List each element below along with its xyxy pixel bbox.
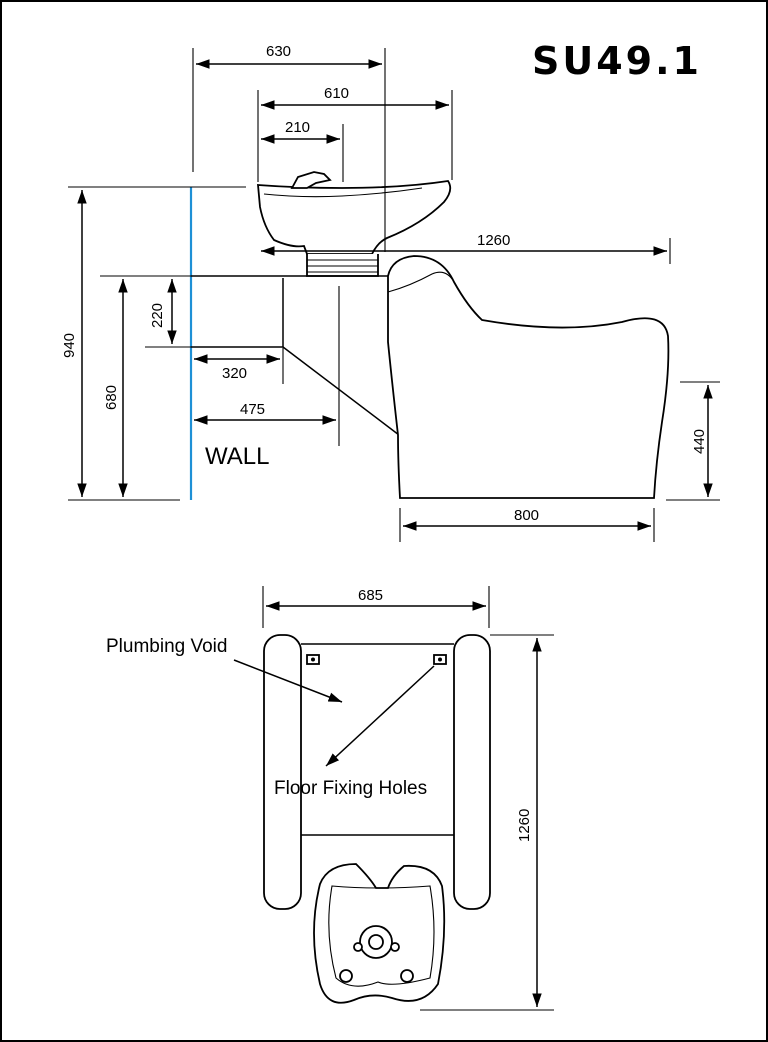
dim-440: 440: [691, 429, 708, 454]
dim-320: 320: [222, 365, 247, 382]
plumbing-void-arrow: [233, 659, 343, 703]
basin: [257, 171, 452, 277]
wall-label: WALL: [205, 443, 269, 470]
dim-630: 630: [266, 43, 291, 60]
dim-475: 475: [240, 401, 265, 418]
dim-220: 220: [149, 303, 166, 328]
dim-210: 210: [285, 119, 310, 136]
model-title: SU49.1: [532, 39, 702, 83]
floor-fixing-holes-label: Floor Fixing Holes: [274, 778, 427, 799]
dim-1260-side: 1260: [477, 232, 510, 249]
chair-plan: [263, 634, 491, 1004]
dim-680: 680: [103, 385, 120, 410]
chair-side: [387, 255, 670, 499]
dim-610: 610: [324, 85, 349, 102]
dim-1260-plan: 1260: [516, 809, 533, 842]
floor-fixing-holes-arrow: [325, 665, 435, 767]
plumbing-void-label: Plumbing Void: [106, 636, 227, 657]
dim-940: 940: [61, 333, 78, 358]
dim-685: 685: [358, 587, 383, 604]
dim-800: 800: [514, 507, 539, 524]
support-cabinet: [191, 275, 400, 436]
